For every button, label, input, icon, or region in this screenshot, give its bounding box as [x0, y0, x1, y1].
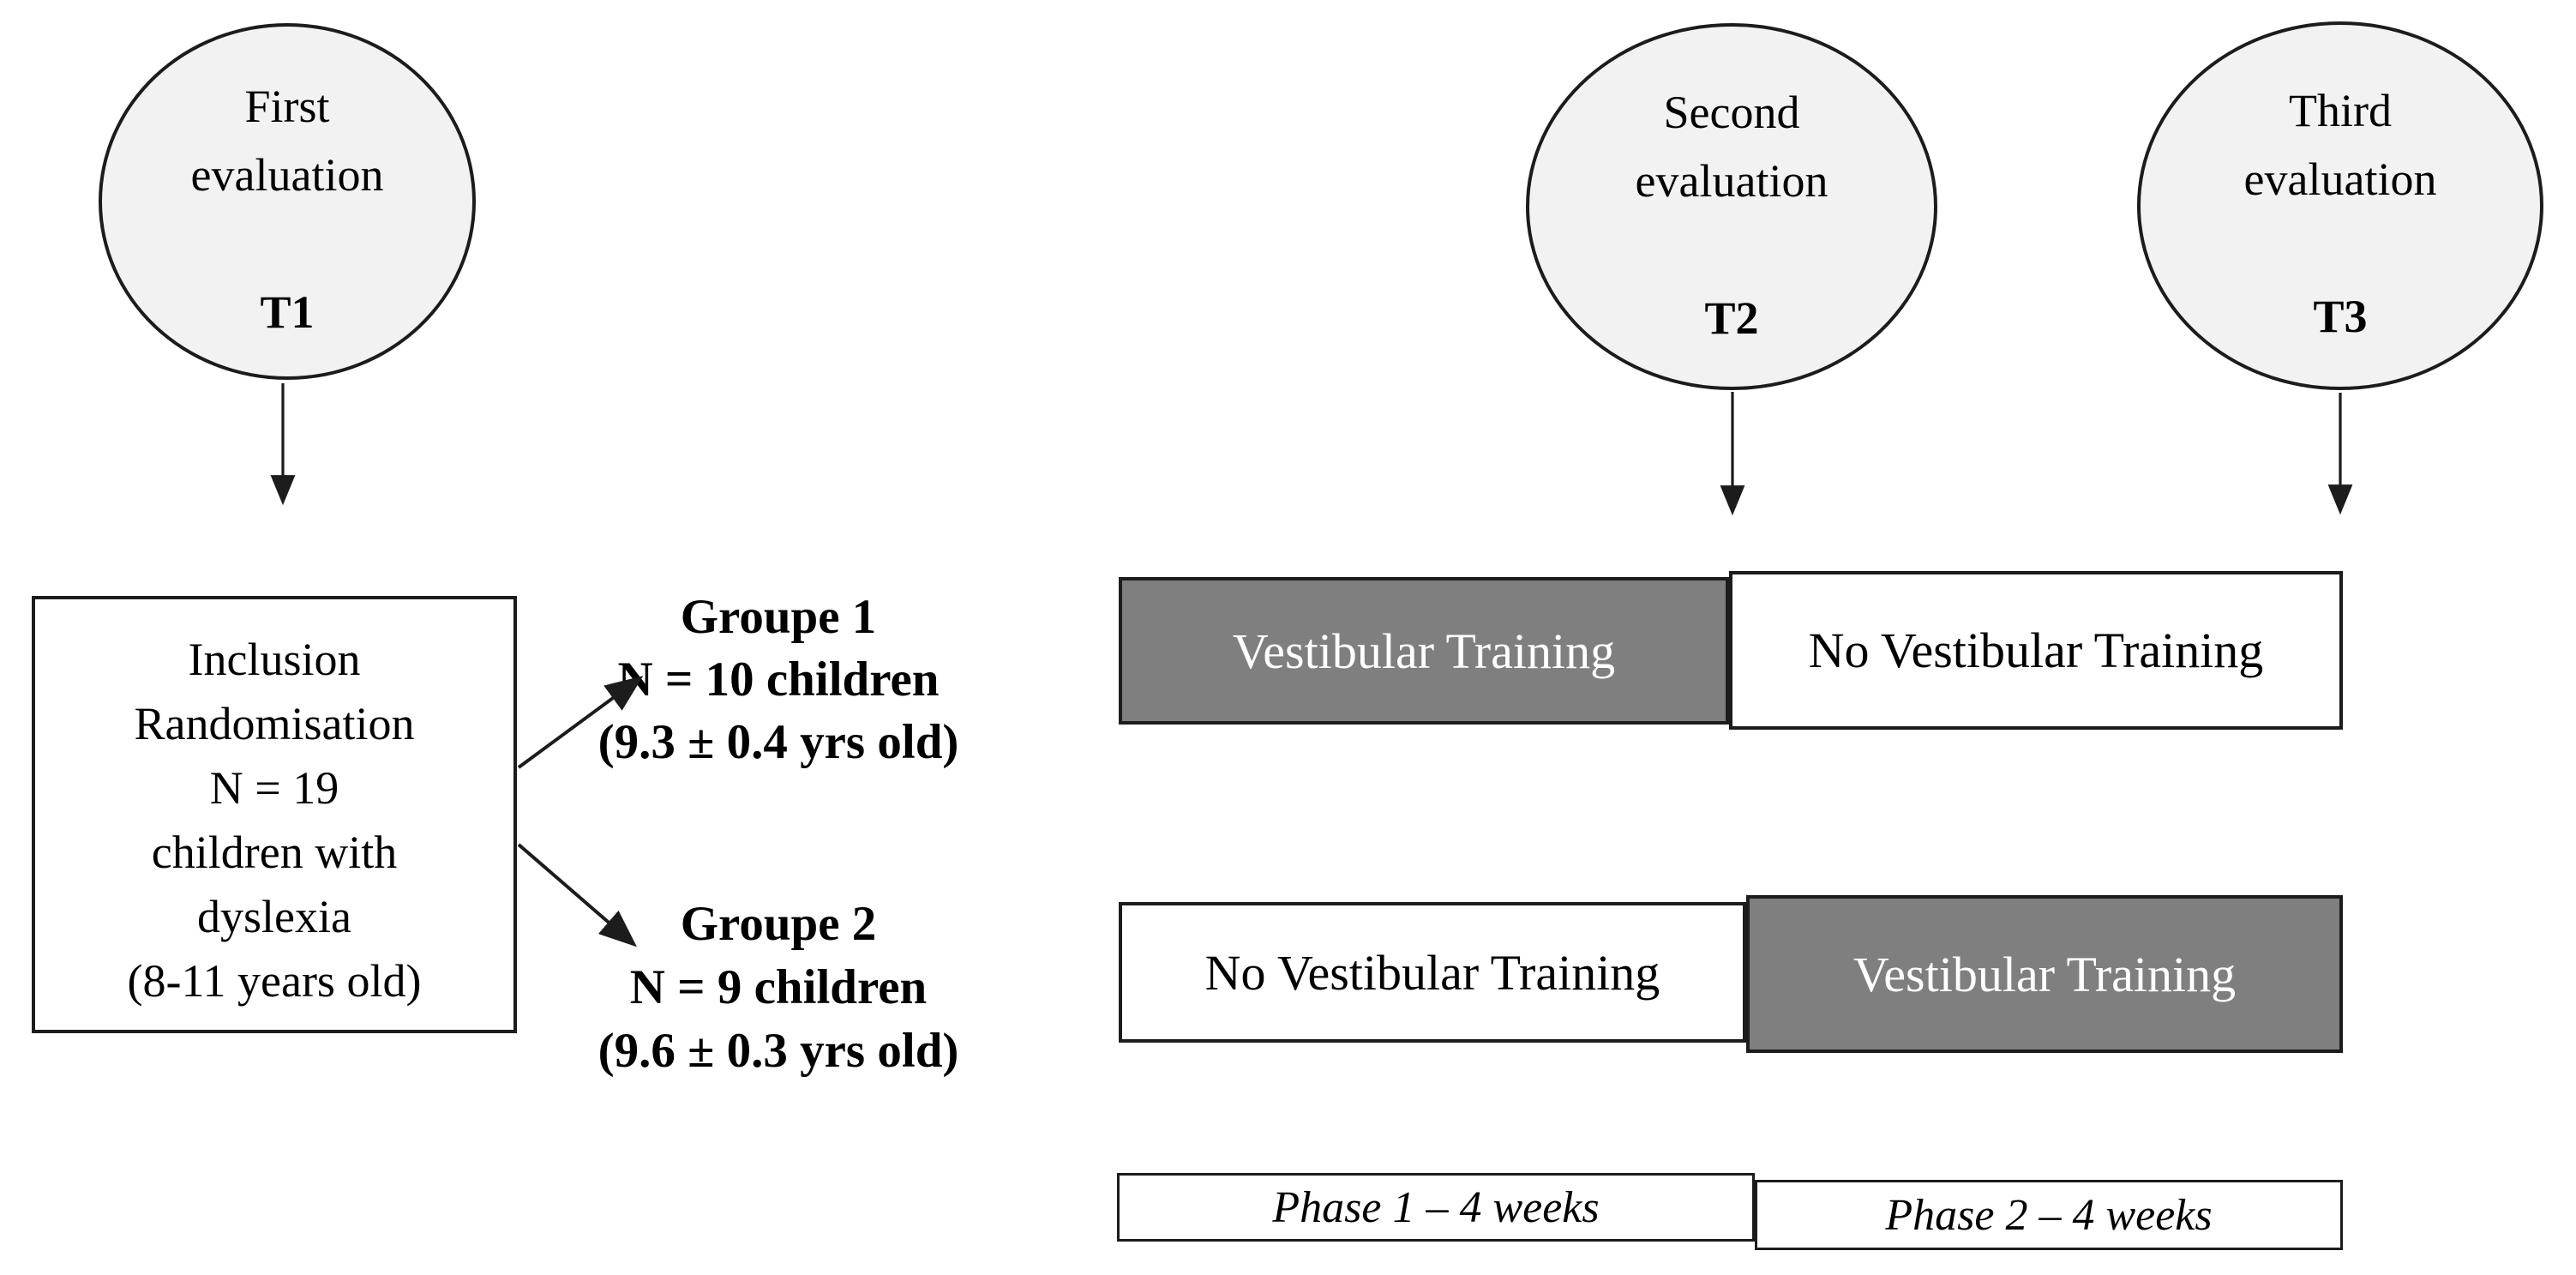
- group-size: N = 10 children: [617, 653, 940, 707]
- bar-label: Vestibular Training: [1232, 622, 1616, 679]
- group-name: Groupe 1: [680, 590, 877, 644]
- evaluation-tag: T3: [2313, 291, 2368, 342]
- evaluation-name-line1: First: [244, 81, 330, 132]
- phase-label: Phase 1 – 4 weeks: [1272, 1182, 1600, 1232]
- evaluation-circle-text: Second evaluation T2: [1529, 27, 1934, 352]
- evaluation-name-line2: evaluation: [2243, 153, 2437, 205]
- evaluation-name-line2: evaluation: [190, 149, 384, 201]
- evaluation-name-line2: evaluation: [1635, 155, 1828, 207]
- inclusion-box-line: Randomisation: [134, 698, 415, 749]
- inclusion-box-line: children with: [151, 827, 398, 878]
- evaluation-circle-t2: Second evaluation T2: [1526, 23, 1937, 390]
- inclusion-box-line: (8-11 years old): [127, 955, 422, 1007]
- group2-phase1-bar: No Vestibular Training: [1119, 902, 1746, 1043]
- bar-label: No Vestibular Training: [1808, 622, 2264, 678]
- group-name: Groupe 2: [680, 897, 877, 951]
- bar-label: Vestibular Training: [1852, 946, 2237, 1002]
- group-age: (9.6 ± 0.3 yrs old): [597, 1024, 959, 1078]
- inclusion-box-line: dyslexia: [197, 891, 351, 942]
- circle-text-spacer: [102, 209, 472, 278]
- group1-label: Groupe 1 N = 10 children (9.3 ± 0.4 yrs …: [521, 586, 1036, 773]
- inclusion-box-line: N = 19: [209, 762, 339, 814]
- phase2-box: Phase 2 – 4 weeks: [1755, 1180, 2343, 1250]
- group2-label: Groupe 2 N = 9 children (9.6 ± 0.3 yrs o…: [521, 893, 1036, 1083]
- group-age: (9.3 ± 0.4 yrs old): [597, 715, 959, 769]
- inclusion-box-line: Inclusion: [188, 634, 361, 685]
- evaluation-name-line1: Third: [2289, 85, 2392, 136]
- inclusion-box-text: Inclusion Randomisation N = 19 children …: [35, 599, 513, 1013]
- evaluation-name-line1: Second: [1663, 87, 1800, 138]
- evaluation-tag: T2: [1704, 292, 1759, 344]
- inclusion-randomisation-box: Inclusion Randomisation N = 19 children …: [32, 596, 517, 1033]
- evaluation-circle-text: First evaluation T1: [102, 27, 472, 346]
- circle-text-spacer: [1529, 215, 1934, 284]
- evaluation-circle-text: Third evaluation T3: [2141, 25, 2540, 351]
- evaluation-circle-t3: Third evaluation T3: [2137, 21, 2543, 390]
- evaluation-tag: T1: [260, 286, 315, 338]
- group2-phase2-bar: Vestibular Training: [1746, 895, 2343, 1053]
- phase-label: Phase 2 – 4 weeks: [1885, 1190, 2213, 1240]
- bar-label: No Vestibular Training: [1204, 944, 1660, 1001]
- phase1-box: Phase 1 – 4 weeks: [1117, 1173, 1755, 1242]
- circle-text-spacer: [2141, 214, 2540, 282]
- group1-phase2-bar: No Vestibular Training: [1729, 571, 2343, 730]
- group1-phase1-bar: Vestibular Training: [1119, 577, 1729, 725]
- group-size: N = 9 children: [629, 960, 928, 1014]
- evaluation-circle-t1: First evaluation T1: [99, 23, 476, 380]
